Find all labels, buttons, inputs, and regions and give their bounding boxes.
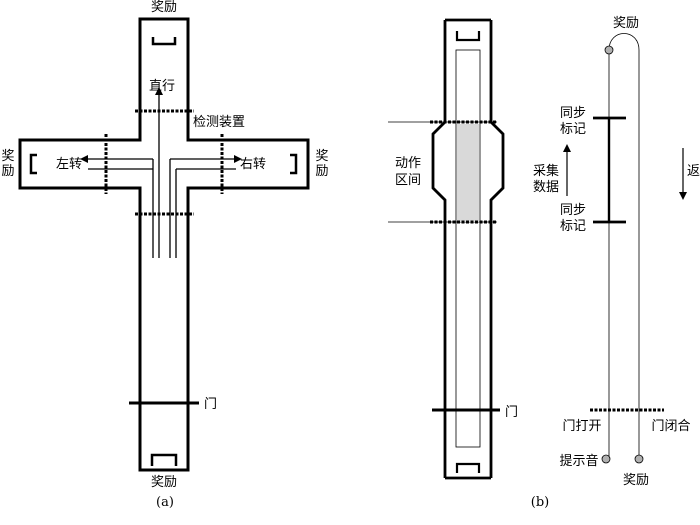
action-zone-label-1: 动作 <box>395 156 421 171</box>
sync-top-label-1: 同步 <box>560 106 586 121</box>
timeline-loop <box>608 33 640 459</box>
track-reward-cup-top <box>455 31 481 42</box>
sync-bottom-label-2: 标记 <box>560 219 586 234</box>
reward-right-label-1: 奖 <box>315 149 328 164</box>
track-outline-right <box>489 20 505 478</box>
track-outline-left <box>431 20 447 478</box>
collect-label-2: 数据 <box>533 180 559 195</box>
movement-paths <box>80 87 242 258</box>
sync-top-label-2: 标记 <box>560 122 586 137</box>
detector-label: 检测装置 <box>193 115 245 130</box>
cross-maze-outline <box>18 17 310 472</box>
caption-a: (a) <box>156 495 174 510</box>
timeline-reward-top-label: 奖励 <box>613 16 639 31</box>
turn-right-label: 右转 <box>240 157 266 172</box>
door-open-label: 门打开 <box>562 419 601 434</box>
reward-cup-bottom <box>150 453 178 466</box>
panel-b: 动作 区间 门 奖励 同步 标记 采集 数据 同步 标记 返 门打开 门闭合 提… <box>388 16 700 510</box>
door-close-label: 门闭合 <box>651 419 690 434</box>
reward-left-label-2: 励 <box>1 164 14 179</box>
reward-right-label-2: 励 <box>315 164 328 179</box>
action-zone-label-2: 区间 <box>395 173 421 188</box>
track-inner <box>455 49 481 448</box>
reward-bottom-label: 奖励 <box>151 475 177 490</box>
reward-cup-top <box>151 37 177 46</box>
track-reward-cup-bottom <box>455 462 481 473</box>
straight-label: 直行 <box>149 79 175 94</box>
reward-dot-bottom <box>634 454 644 464</box>
door-label-a: 门 <box>204 397 217 412</box>
timeline-reward-bottom-label: 奖励 <box>623 473 649 488</box>
cue-tone-dot <box>601 454 611 464</box>
reward-dot-top <box>604 45 614 55</box>
caption-b: (b) <box>531 495 549 510</box>
timeline: 奖励 同步 标记 采集 数据 同步 标记 返 门打开 门闭合 提示音 奖励 <box>533 16 700 488</box>
reward-top-label: 奖励 <box>151 0 177 15</box>
reward-cup-right <box>290 153 298 175</box>
turn-left-label: 左转 <box>56 157 82 172</box>
door-label-b: 门 <box>505 405 518 420</box>
collect-label-1: 采集 <box>533 163 559 179</box>
reward-left-label-1: 奖 <box>1 149 14 164</box>
sync-bottom-label-1: 同步 <box>560 203 586 218</box>
cue-tone-label: 提示音 <box>559 453 598 469</box>
return-label: 返 <box>687 164 700 179</box>
action-zone-fill <box>457 124 479 222</box>
panel-a: 奖励 奖 励 奖 励 奖励 直行 检测装置 左转 右转 门 (a) <box>1 0 328 510</box>
reward-cup-left <box>29 153 37 175</box>
